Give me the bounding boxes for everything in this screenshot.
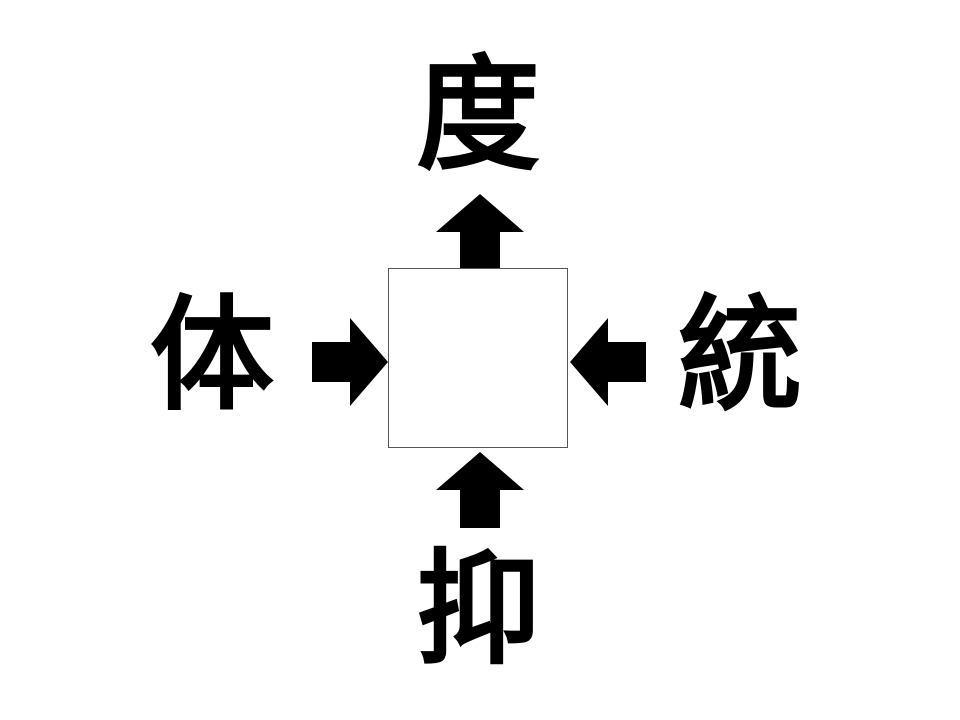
- left-kanji: 体: [149, 284, 274, 428]
- arrow-up-icon: [436, 194, 524, 270]
- arrow-right-icon: [312, 318, 388, 406]
- arrow-left-icon: [570, 318, 646, 406]
- bottom-kanji: 抑: [415, 538, 540, 682]
- right-kanji: 統: [677, 284, 802, 428]
- answer-box[interactable]: [388, 268, 568, 448]
- arrow-up-icon: [436, 452, 524, 528]
- top-kanji: 度: [415, 44, 540, 188]
